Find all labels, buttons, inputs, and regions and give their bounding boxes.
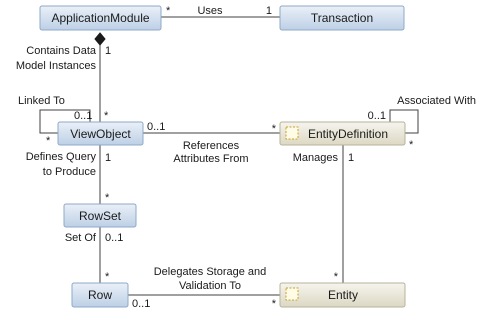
set-of-mult-source: 0..1 (105, 232, 123, 244)
edge-associated-with (389, 109, 419, 134)
linked-to-label: Linked To (18, 95, 65, 107)
contains-label-line2: Model Instances (16, 60, 97, 72)
references-label-line2: Attributes From (173, 153, 248, 165)
associated-with-label: Associated With (397, 95, 476, 107)
node-row-set-label: RowSet (79, 209, 122, 223)
node-row-label: Row (88, 288, 112, 302)
defines-query-label-line2: to Produce (43, 166, 96, 178)
entity-icon (285, 287, 299, 301)
set-of-label: Set Of (65, 232, 97, 244)
node-row[interactable]: Row (71, 282, 129, 308)
delegates-label-line1: Delegates Storage and (154, 266, 267, 278)
references-mult-target: * (272, 123, 277, 135)
references-mult-source: 0..1 (147, 121, 165, 133)
linked-to-mult-a: 0..1 (74, 110, 92, 122)
references-label-line1: References (183, 140, 240, 152)
delegates-mult-source: 0..1 (132, 298, 150, 310)
defines-query-mult-target: * (105, 192, 110, 204)
edge-linked-to (39, 109, 91, 134)
contains-label-line1: Contains Data (26, 45, 97, 57)
node-entity-label: Entity (328, 288, 358, 302)
node-entity[interactable]: Entity (279, 282, 406, 308)
entity-object-icon (285, 126, 299, 140)
manages-mult-source: 1 (348, 152, 354, 164)
manages-mult-target: * (334, 271, 339, 283)
delegates-mult-target: * (272, 298, 277, 310)
associated-with-mult-b: * (409, 139, 414, 151)
associated-with-mult-a: 0..1 (368, 110, 386, 122)
defines-query-mult-source: 1 (105, 152, 111, 164)
node-entity-definition-label: EntityDefinition (308, 127, 388, 141)
node-transaction-label: Transaction (311, 11, 373, 25)
node-row-set[interactable]: RowSet (63, 203, 137, 228)
uses-label: Uses (197, 5, 223, 17)
delegates-label-line2: Validation To (179, 280, 241, 292)
uses-mult-target: 1 (266, 5, 272, 17)
contains-mult-source: 1 (105, 45, 111, 57)
composition-diamond-icon (94, 32, 106, 46)
contains-mult-target: * (104, 110, 109, 122)
node-application-module[interactable]: ApplicationModule (39, 5, 162, 31)
manages-label: Manages (293, 152, 339, 164)
node-application-module-label: ApplicationModule (51, 11, 149, 25)
node-entity-definition[interactable]: EntityDefinition (279, 121, 406, 146)
linked-to-mult-b: * (46, 135, 51, 147)
defines-query-label-line1: Defines Query (26, 151, 97, 163)
node-transaction[interactable]: Transaction (279, 5, 405, 31)
node-view-object[interactable]: ViewObject (57, 121, 144, 146)
uses-mult-source: * (166, 5, 171, 17)
node-view-object-label: ViewObject (70, 127, 131, 141)
set-of-mult-target: * (105, 271, 110, 283)
